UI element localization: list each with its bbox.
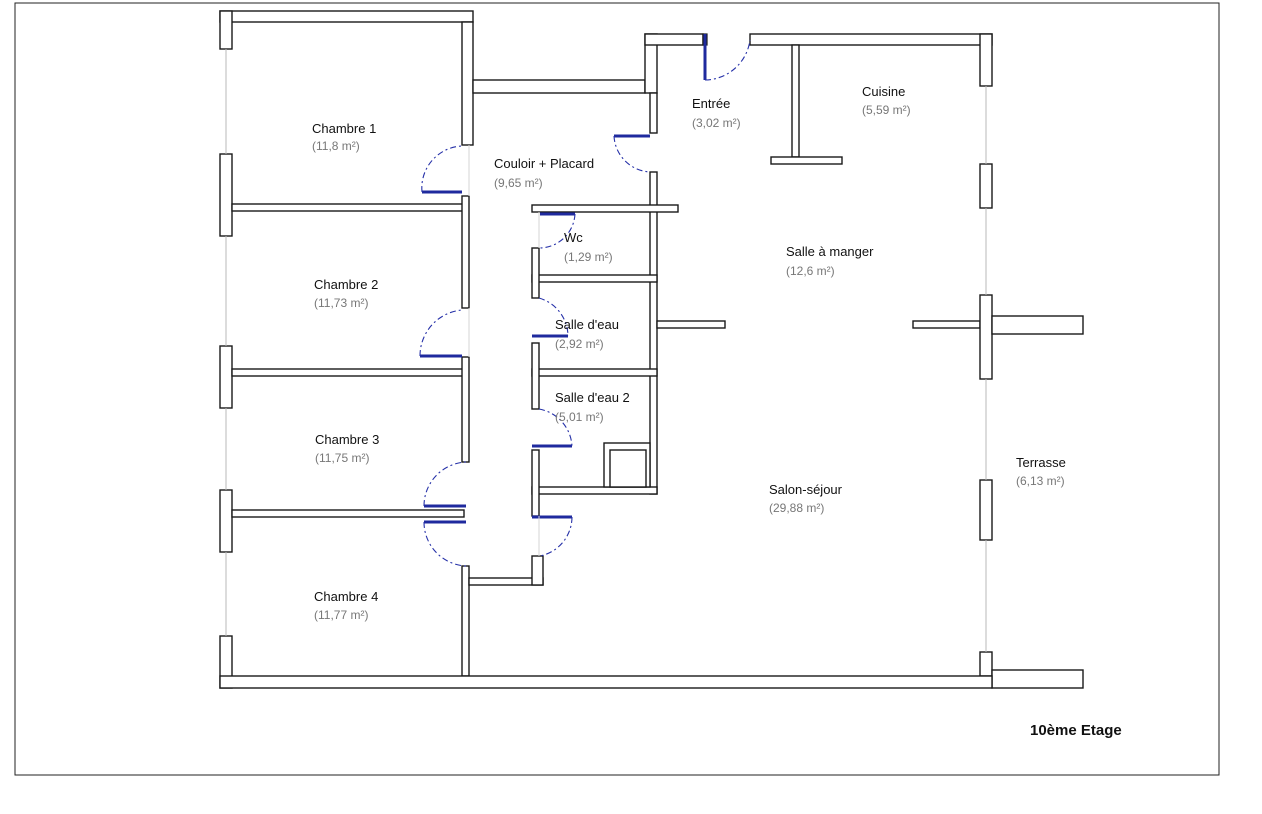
wall-bedrooms-east-4 bbox=[461, 565, 470, 677]
salle-manger-area: (12,6 m²) bbox=[786, 264, 835, 278]
wall-east-3 bbox=[979, 294, 993, 380]
wall-bedrooms-east-1 bbox=[461, 21, 474, 146]
chambre3-name: Chambre 3 bbox=[315, 432, 379, 447]
wall-east-1 bbox=[979, 33, 993, 87]
wall-terrasse-top bbox=[991, 315, 1084, 335]
chambre1-area: (11,8 m²) bbox=[312, 139, 360, 153]
wall-ch1-ch2 bbox=[231, 203, 465, 212]
doors bbox=[419, 33, 751, 567]
salle-eau-name: Salle d'eau bbox=[555, 317, 619, 332]
salon-name: Salon-séjour bbox=[769, 482, 843, 497]
chambre3-area: (11,75 m²) bbox=[315, 451, 369, 465]
wall-couloir-east-mid bbox=[649, 171, 658, 495]
chambre2-door-swing bbox=[419, 309, 463, 357]
room-labels: Chambre 1 (11,8 m²) Chambre 2 (11,73 m²)… bbox=[312, 84, 1066, 622]
wc-name: Wc bbox=[564, 230, 583, 245]
walls bbox=[219, 10, 1084, 689]
salle-eau-area: (2,92 m²) bbox=[555, 337, 604, 351]
wall-north-entree-1 bbox=[644, 33, 704, 46]
wc-door-swing bbox=[539, 213, 576, 249]
wall-terrasse-bottom bbox=[991, 669, 1084, 689]
entree-door-swing bbox=[704, 39, 751, 81]
wall-cuisine-west bbox=[791, 44, 800, 158]
wall-salon-stub-east bbox=[912, 320, 981, 329]
wall-bath-west-2 bbox=[531, 342, 540, 410]
openings bbox=[468, 145, 540, 556]
plan-frame bbox=[14, 2, 1220, 776]
chambre2-name: Chambre 2 bbox=[314, 277, 378, 292]
wc-area: (1,29 m²) bbox=[564, 250, 613, 264]
couloir-entree-door-swing bbox=[613, 135, 651, 173]
wall-wc-bottom bbox=[531, 274, 658, 283]
terrasse-name: Terrasse bbox=[1016, 455, 1066, 470]
wall-bath-west-1 bbox=[531, 247, 540, 299]
salon-area: (29,88 m²) bbox=[769, 501, 824, 515]
wall-east-2 bbox=[979, 163, 993, 209]
salle-manger-name: Salle à manger bbox=[786, 244, 874, 259]
wall-north-entree-2 bbox=[749, 33, 993, 46]
wall-ch2-ch3 bbox=[231, 368, 465, 377]
terrasse-area: (6,13 m²) bbox=[1016, 474, 1065, 488]
chambre1-door-swing bbox=[421, 145, 463, 193]
wall-bedrooms-east-2 bbox=[461, 195, 470, 309]
wall-bath-west-3 bbox=[531, 449, 540, 517]
couloir-area: (9,65 m²) bbox=[494, 176, 543, 190]
salle-eau2-area: (5,01 m²) bbox=[555, 410, 604, 424]
wall-couloir-east-top bbox=[649, 92, 658, 134]
couloir-name: Couloir + Placard bbox=[494, 156, 594, 171]
wall-bedrooms-top bbox=[219, 10, 474, 23]
wall-bedrooms-west-1 bbox=[219, 10, 233, 50]
wall-east-5 bbox=[979, 651, 993, 677]
salle-eau-door-swing bbox=[538, 297, 569, 337]
wall-salon-stub-west bbox=[656, 320, 726, 329]
chambre2-area: (11,73 m²) bbox=[314, 296, 368, 310]
wall-south bbox=[219, 675, 993, 689]
wall-bedrooms-east-3 bbox=[461, 356, 470, 463]
couloir-salon-door-swing bbox=[539, 516, 573, 557]
salle-eau2-door-swing bbox=[538, 408, 573, 447]
chambre4-area: (11,77 m²) bbox=[314, 608, 368, 622]
cuisine-name: Cuisine bbox=[862, 84, 905, 99]
wall-ch3-ch4 bbox=[231, 509, 465, 518]
chambre4-name: Chambre 4 bbox=[314, 589, 378, 604]
wall-couloir-west-bottom bbox=[531, 555, 544, 586]
chambre1-name: Chambre 1 bbox=[312, 121, 376, 136]
wall-cuisine-stub bbox=[770, 156, 843, 165]
wall-east-4 bbox=[979, 479, 993, 541]
wall-couloir-wc-top bbox=[531, 204, 679, 213]
wall-bedrooms-west-2 bbox=[219, 153, 233, 237]
entree-area: (3,02 m²) bbox=[692, 116, 741, 130]
wall-se2-bottom bbox=[531, 486, 658, 495]
wall-bedrooms-west-4 bbox=[219, 489, 233, 553]
salle-eau2-name: Salle d'eau 2 bbox=[555, 390, 630, 405]
floor-label: 10ème Etage bbox=[1030, 722, 1122, 739]
chambre3-door-swing bbox=[423, 461, 467, 507]
entree-name: Entrée bbox=[692, 96, 730, 111]
wall-se-bottom bbox=[531, 368, 658, 377]
chambre4-door-swing bbox=[423, 521, 467, 567]
wall-north-middle bbox=[472, 79, 646, 94]
cuisine-area: (5,59 m²) bbox=[862, 103, 911, 117]
wall-shower-inner bbox=[609, 449, 647, 488]
wall-bedrooms-west-3 bbox=[219, 345, 233, 409]
